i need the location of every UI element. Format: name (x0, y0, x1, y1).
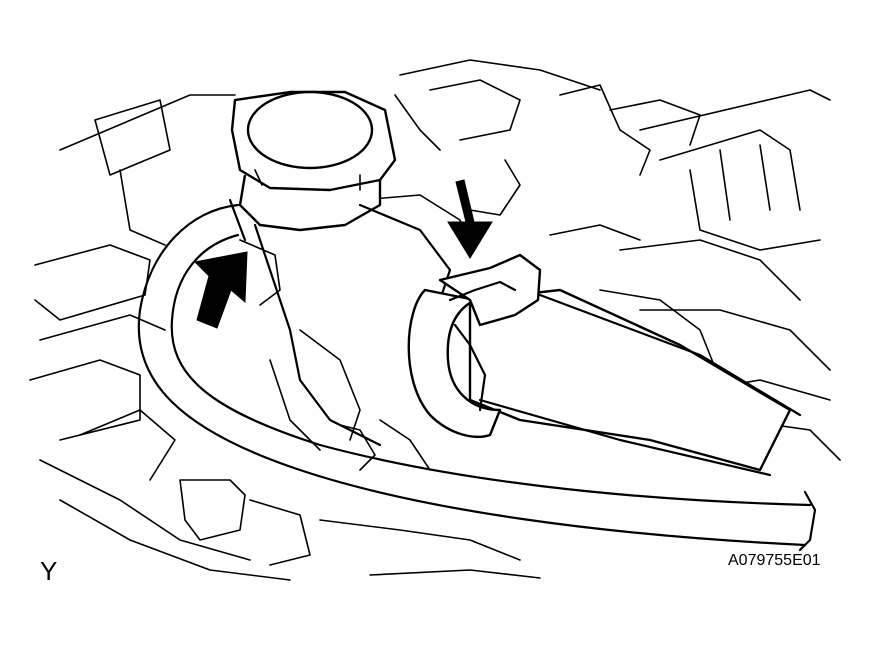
arrow-up-right-icon (193, 251, 248, 329)
view-label: Y (40, 556, 58, 586)
engine-background-lines (29, 59, 841, 581)
reservoir-hose (137, 198, 817, 552)
figure-code: A079755E01 (728, 552, 821, 569)
arrow-down-icon (447, 179, 493, 259)
radiator-inlet-hose (468, 288, 802, 477)
hose-clamp (407, 253, 542, 438)
radiator-cap (230, 90, 397, 232)
